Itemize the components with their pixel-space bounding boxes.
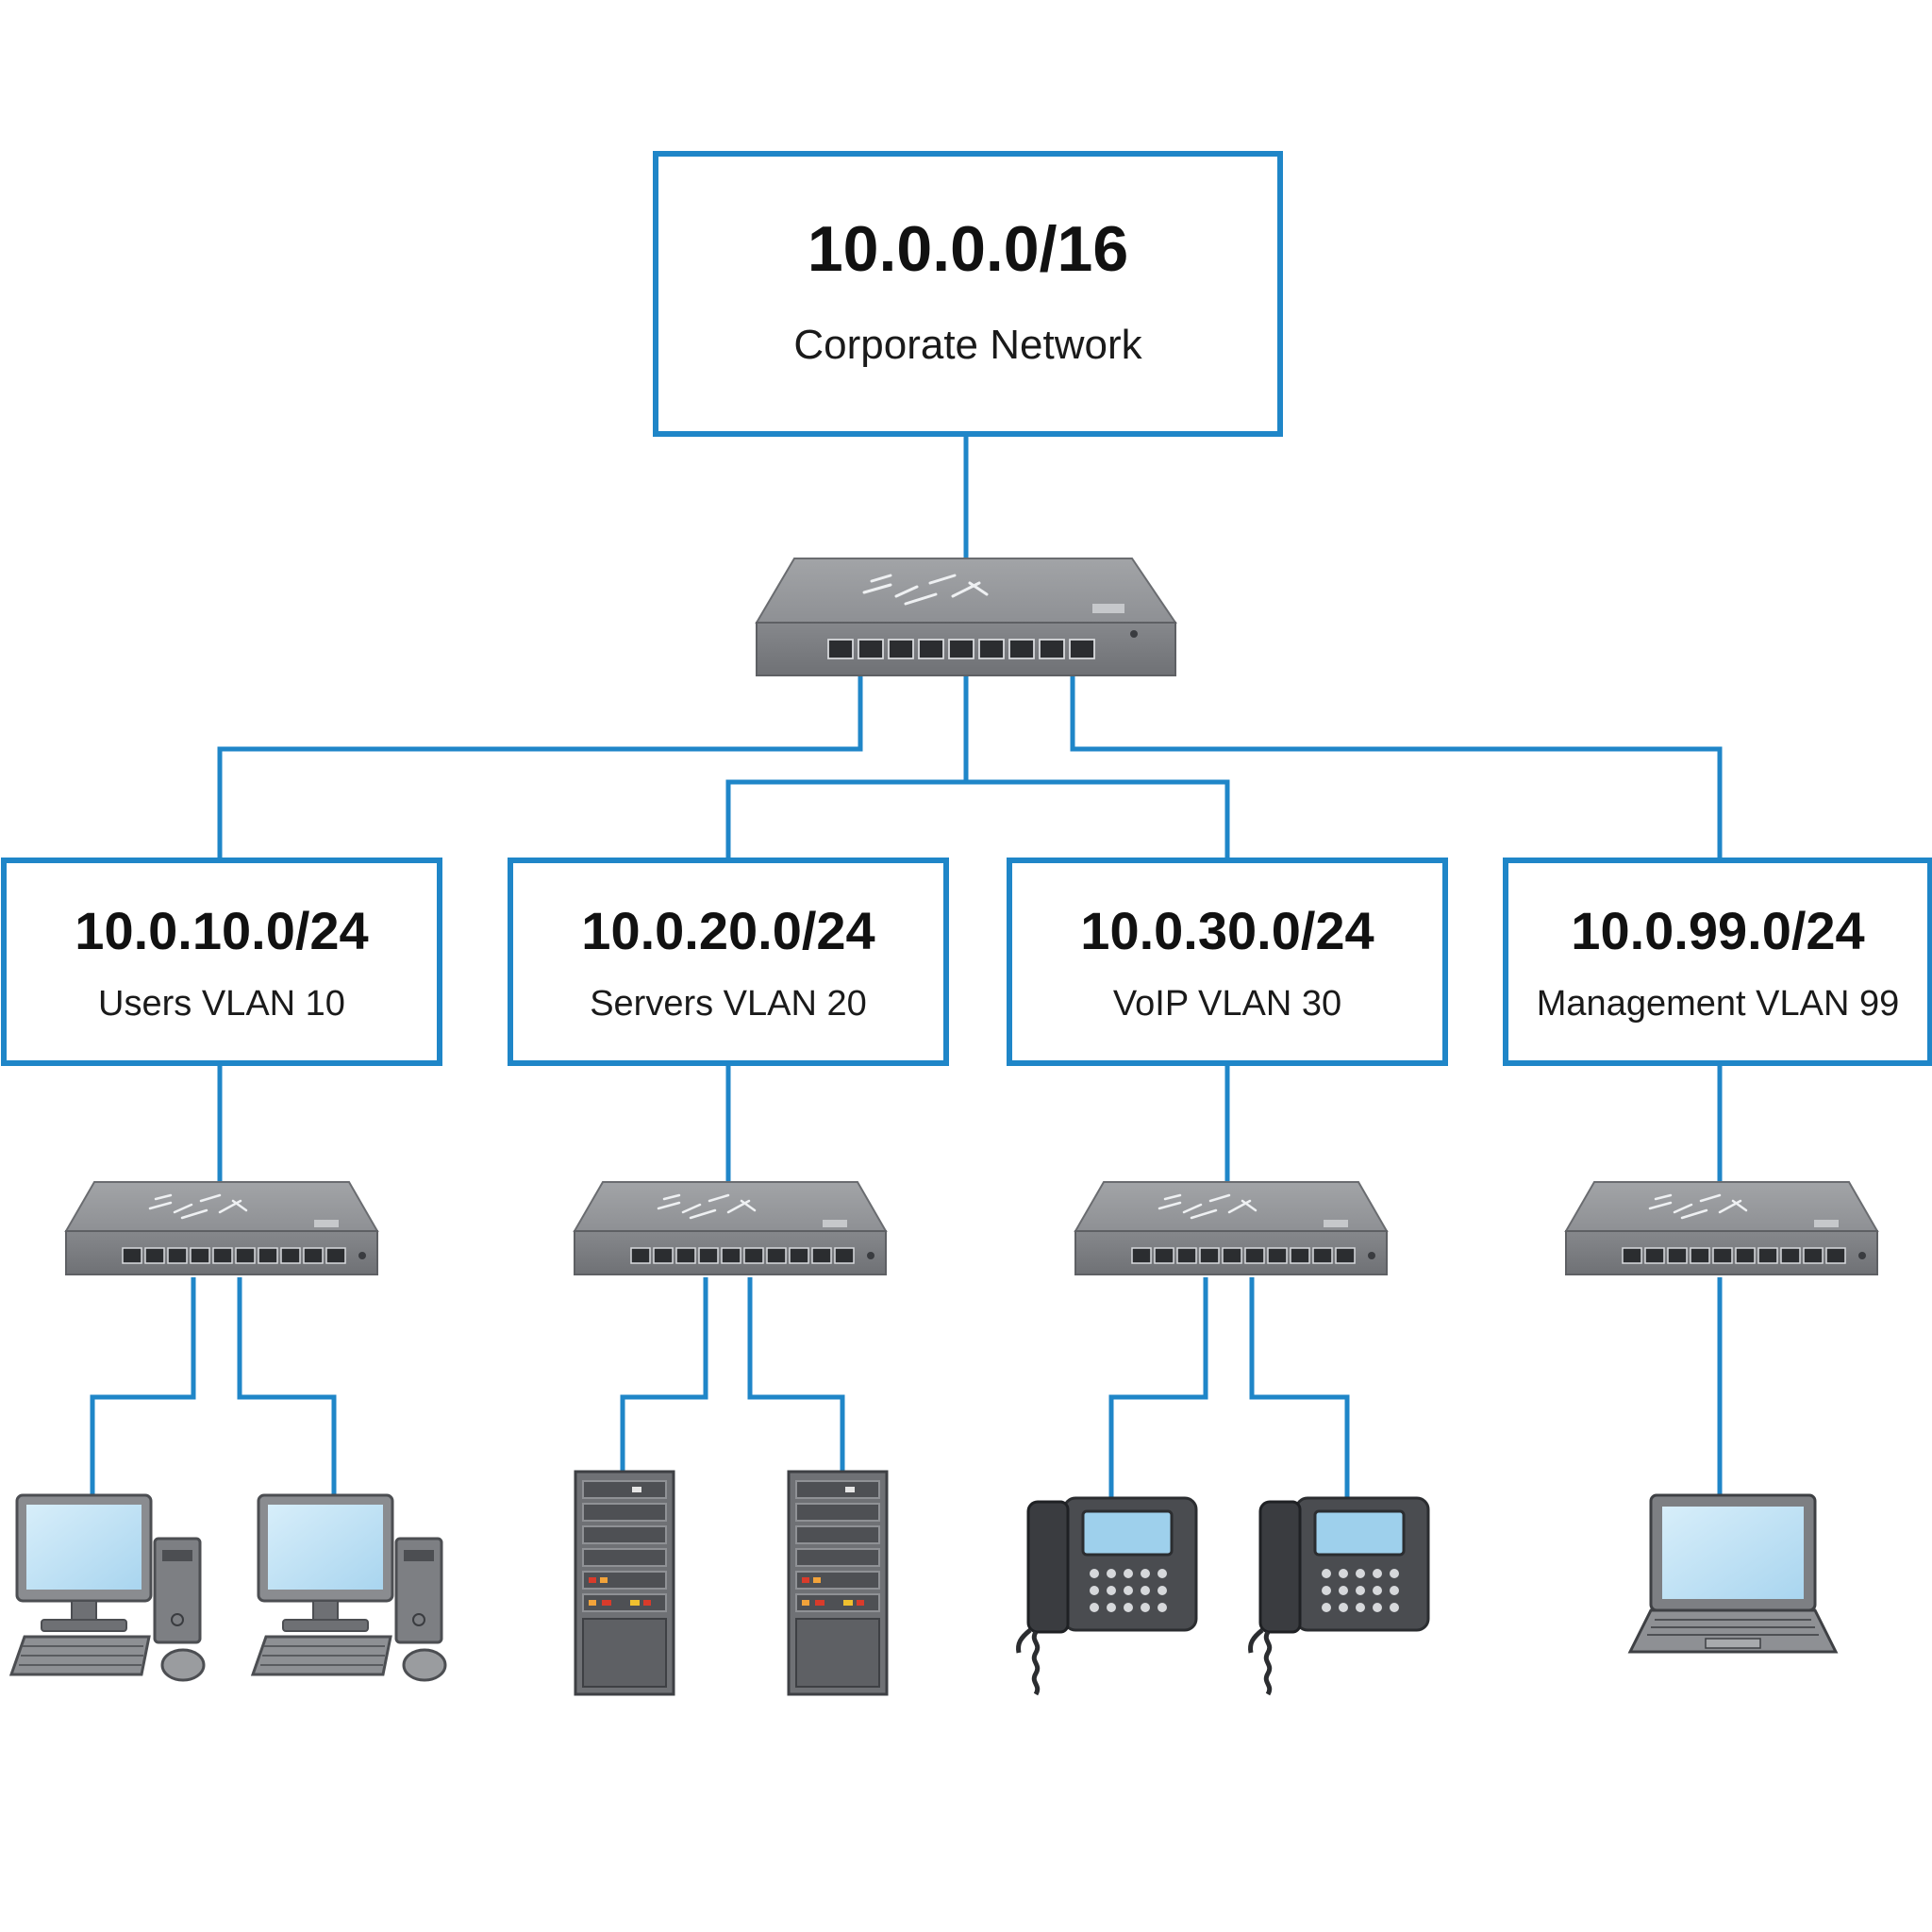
vlan-cidr: 10.0.30.0/24 — [1080, 900, 1374, 960]
link-voip-phone2 — [1249, 1277, 1350, 1498]
vlan-box-voip: 10.0.30.0/24 VoIP VLAN 30 — [1007, 858, 1448, 1066]
link-voip-phone1 — [1108, 1277, 1208, 1498]
link-servers-srv1 — [620, 1277, 708, 1474]
desktop-computer-icon — [251, 1493, 447, 1682]
link-users-pc1 — [90, 1277, 196, 1495]
vlan-cidr: 10.0.99.0/24 — [1571, 900, 1865, 960]
link-users-pc2 — [237, 1277, 337, 1495]
vlan-box-management: 10.0.99.0/24 Management VLAN 99 — [1503, 858, 1932, 1066]
network-label: Corporate Network — [793, 321, 1142, 368]
vlan-cidr: 10.0.20.0/24 — [581, 900, 875, 960]
link-core-to-users — [217, 675, 863, 858]
ip-phone-icon — [1251, 1498, 1429, 1694]
tower-server-icon — [787, 1470, 889, 1696]
vlan-label: Users VLAN 10 — [98, 983, 345, 1024]
tower-server-icon — [574, 1470, 675, 1696]
laptop-icon — [1627, 1493, 1839, 1654]
vlan-label: Management VLAN 99 — [1536, 983, 1900, 1024]
link-core-to-voip — [963, 675, 1230, 858]
vlan-label: Servers VLAN 20 — [590, 983, 867, 1024]
links — [90, 437, 1723, 1498]
vlan-label: VoIP VLAN 30 — [1112, 983, 1342, 1024]
core-switch-icon — [755, 558, 1177, 676]
network-cidr: 10.0.0.0/16 — [807, 212, 1129, 285]
access-switch-icon — [1074, 1180, 1389, 1276]
vlan-box-users: 10.0.10.0/24 Users VLAN 10 — [1, 858, 442, 1066]
vlan-cidr: 10.0.10.0/24 — [75, 900, 369, 960]
vlan-box-servers: 10.0.20.0/24 Servers VLAN 20 — [508, 858, 949, 1066]
root-network-box: 10.0.0.0/16 Corporate Network — [653, 151, 1283, 437]
access-switch-icon — [64, 1180, 379, 1276]
ip-phone-icon — [1019, 1498, 1197, 1694]
link-core-to-servers — [725, 675, 969, 858]
link-servers-srv2 — [747, 1277, 845, 1474]
desktop-computer-icon — [9, 1493, 206, 1682]
link-core-to-mgmt — [1070, 675, 1723, 858]
access-switch-icon — [1564, 1180, 1879, 1276]
access-switch-icon — [573, 1180, 888, 1276]
